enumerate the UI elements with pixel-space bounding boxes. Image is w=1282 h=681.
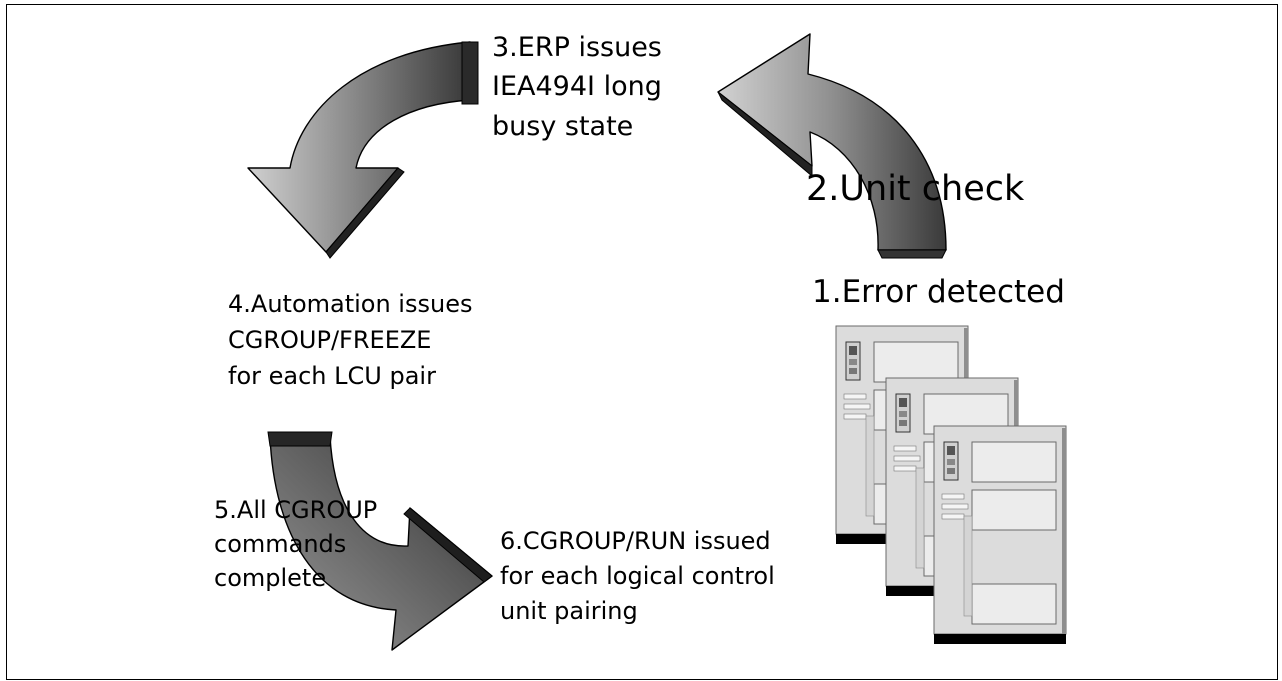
- step-3-label: 3.ERP issues IEA494I long busy state: [492, 32, 662, 142]
- curved-arrow-icon: [247, 41, 471, 253]
- step-5-label: 5.All CGROUP commands complete: [214, 496, 378, 593]
- diagram-frame: [6, 4, 1278, 680]
- step-1-label: 1.Error detected: [812, 274, 1065, 310]
- curved-arrow-icon: [269, 435, 493, 651]
- step-4-label: 4.Automation issues CGROUP/FREEZE for ea…: [228, 290, 473, 390]
- step-2-label: 2.Unit check: [806, 169, 1025, 209]
- curved-arrow-icon: [717, 33, 947, 251]
- step-6-label: 6.CGROUP/RUN issued for each logical con…: [500, 527, 775, 625]
- storage-cabinet-icon: [933, 425, 1067, 645]
